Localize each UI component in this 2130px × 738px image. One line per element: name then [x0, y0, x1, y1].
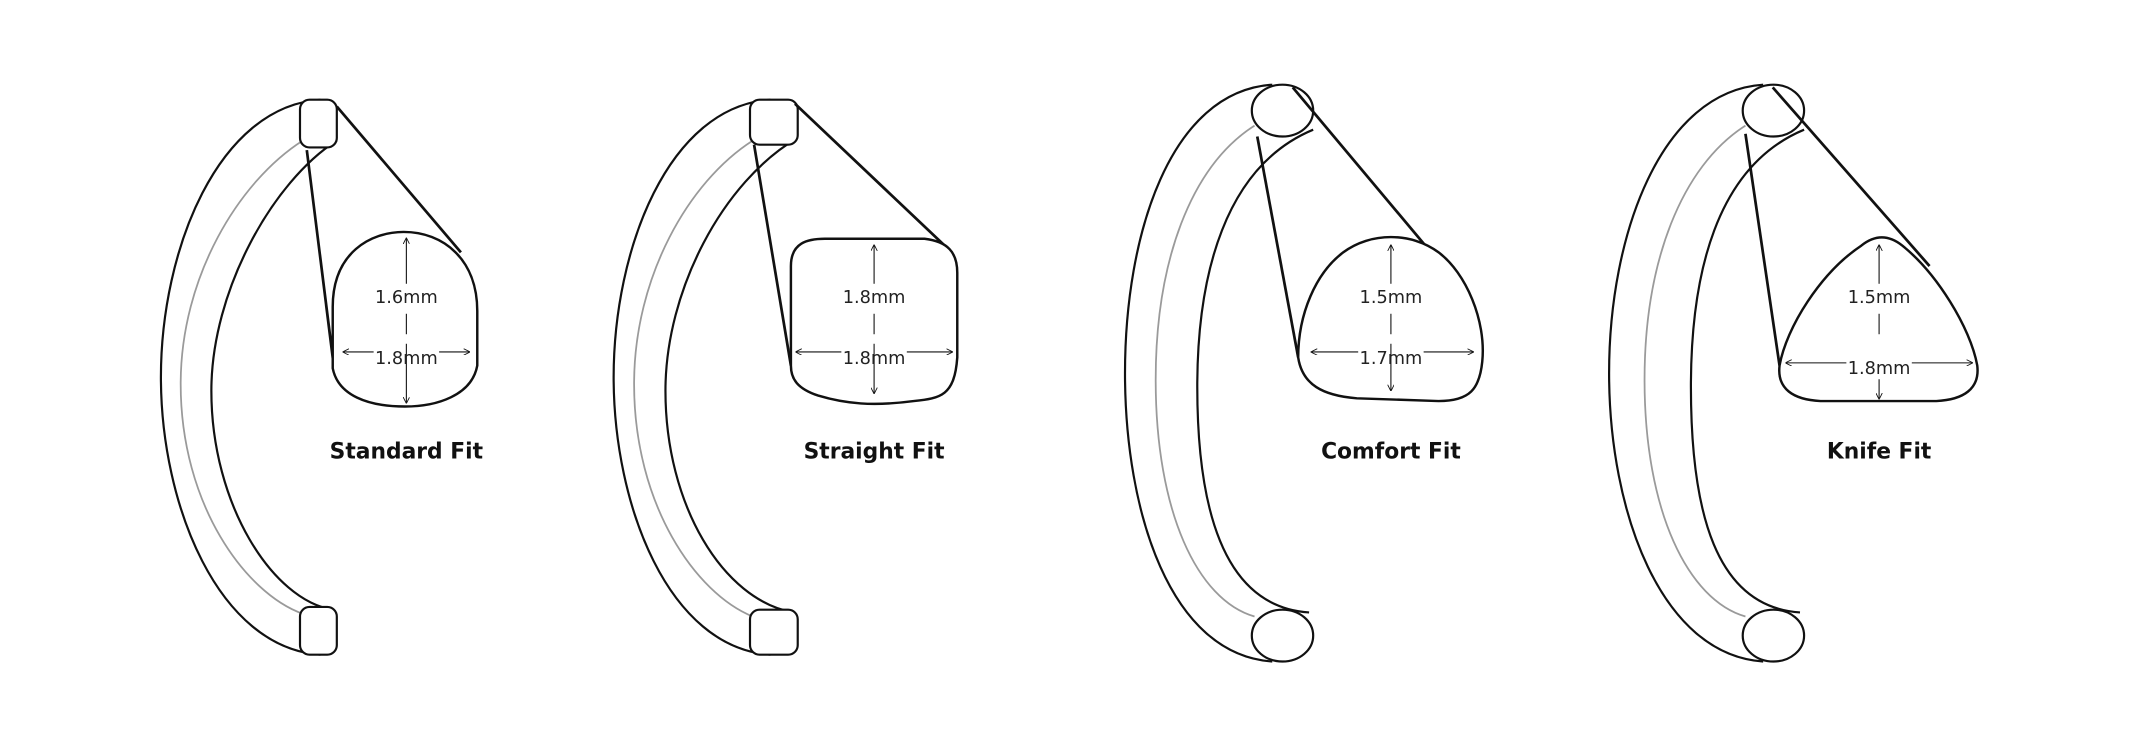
- cross-section-bottom: [1741, 608, 1806, 663]
- callout-line: [1744, 133, 1781, 366]
- ring-center-line: [633, 139, 754, 618]
- cross-section-bottom: [1250, 608, 1315, 663]
- ring-outer-edge: [1607, 83, 1764, 663]
- cross-section-top: [1250, 83, 1315, 138]
- label-knife-fit: Knife Fit: [1827, 439, 1932, 464]
- ring-center-line: [179, 139, 304, 615]
- height-standard: 1.6mm: [375, 288, 438, 308]
- width-standard: 1.8mm: [375, 349, 438, 369]
- cross-section-top: [748, 98, 799, 146]
- ring-outer-edge: [612, 98, 771, 656]
- callout-line: [1255, 136, 1300, 358]
- callout-line: [305, 149, 336, 369]
- cross-section-top: [1741, 83, 1806, 138]
- height-straight: 1.8mm: [843, 288, 906, 308]
- label-standard-fit: Standard Fit: [330, 439, 483, 464]
- callout-line: [1771, 86, 1931, 267]
- ring-inner-edge: [1196, 128, 1314, 614]
- width-comfort: 1.7mm: [1360, 349, 1423, 369]
- profile-shape: [331, 230, 479, 408]
- height-knife: 1.5mm: [1848, 288, 1911, 308]
- label-comfort-fit: Comfort Fit: [1321, 439, 1461, 464]
- profile-shape: [1778, 236, 1979, 403]
- ring-outer-edge: [159, 98, 321, 656]
- callout-line: [794, 102, 953, 254]
- ring-outer-edge: [1123, 83, 1273, 663]
- height-comfort: 1.5mm: [1360, 288, 1423, 308]
- ring-inner-edge: [664, 136, 799, 614]
- label-straight-fit: Straight Fit: [804, 439, 945, 464]
- cross-section-bottom: [298, 605, 338, 656]
- ring-inner-edge: [210, 139, 338, 611]
- width-knife: 1.8mm: [1848, 359, 1911, 379]
- ring-center-line: [1643, 124, 1746, 618]
- cross-section-top: [298, 98, 338, 149]
- callout-line: [335, 105, 462, 254]
- cross-section-bottom: [748, 608, 799, 656]
- callout-line: [752, 144, 793, 366]
- width-straight: 1.8mm: [843, 349, 906, 369]
- ring-inner-edge: [1689, 128, 1805, 614]
- ring-center-line: [1154, 124, 1256, 618]
